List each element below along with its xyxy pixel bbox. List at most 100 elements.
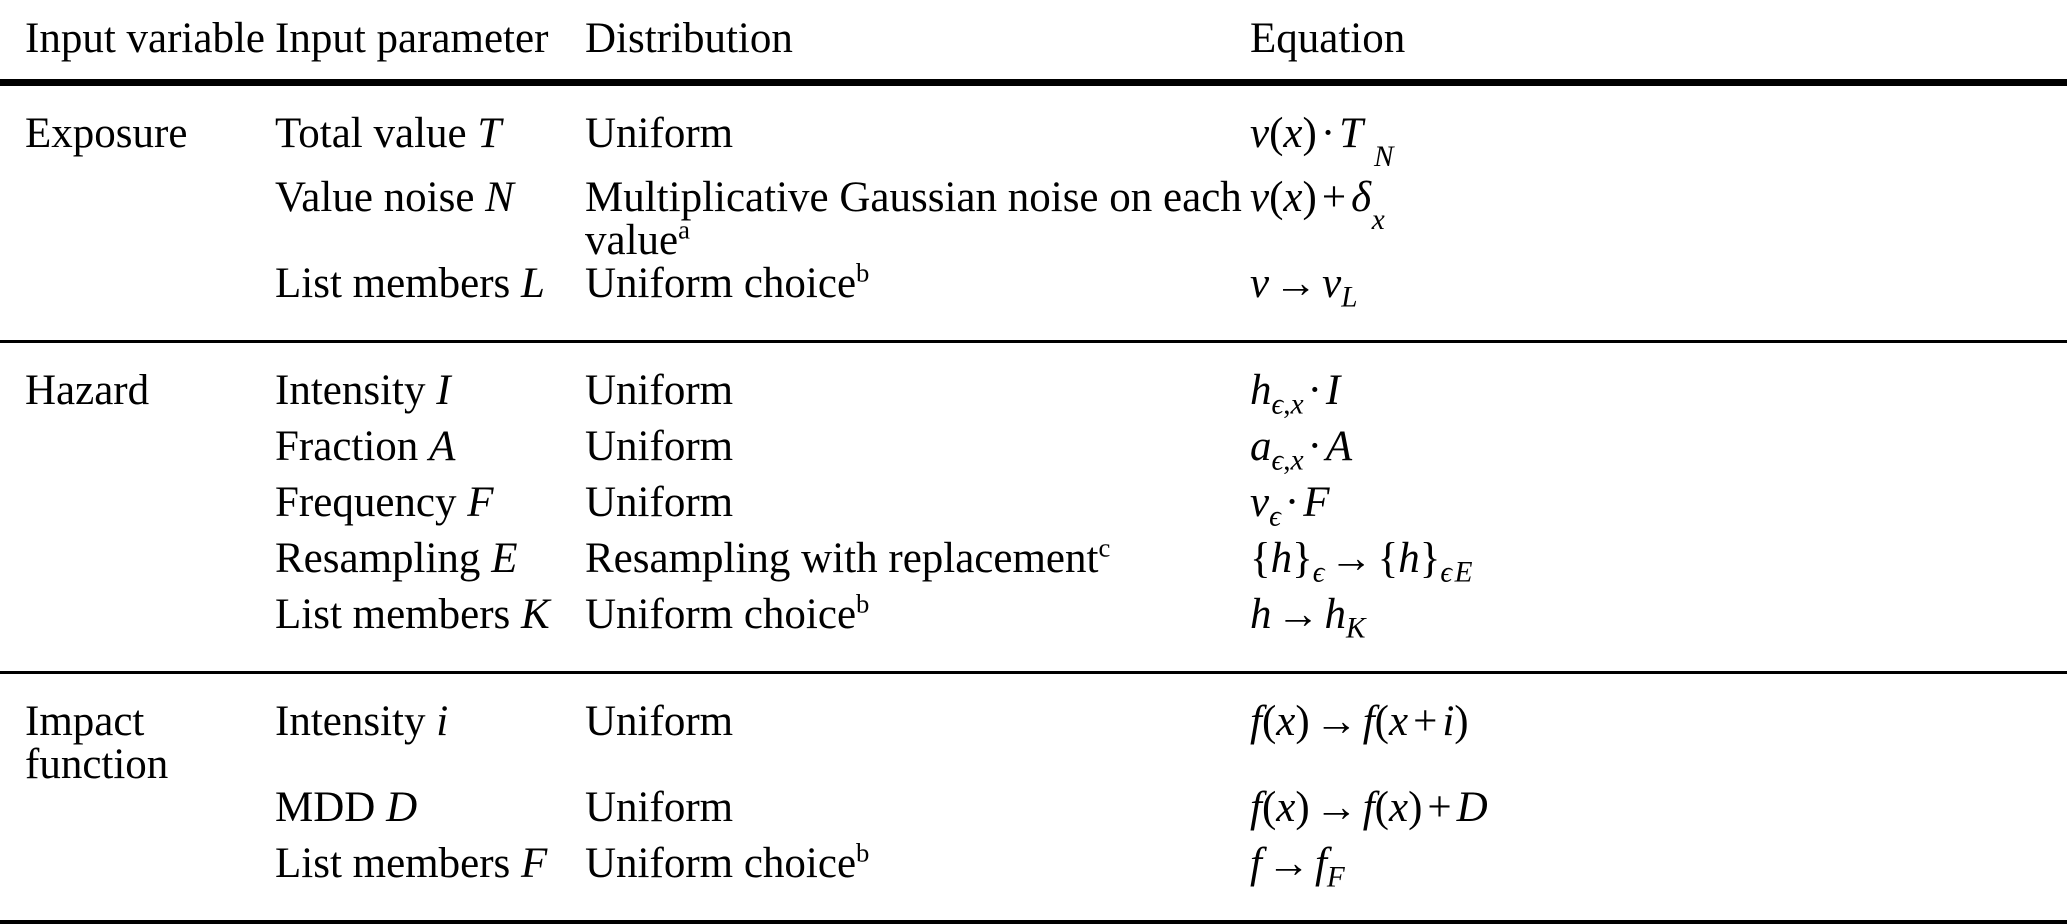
table-row: Value noise N Multiplicative Gaussian no… xyxy=(0,168,2067,262)
cell-input-variable xyxy=(0,168,275,262)
parameter-symbol: N xyxy=(485,174,514,221)
cell-equation: hϵ,x·I xyxy=(1250,343,2067,425)
parameter-text: Intensity xyxy=(275,367,425,414)
cell-distribution: Uniform choiceb xyxy=(585,262,1250,342)
footnote-marker: a xyxy=(678,215,690,245)
distribution-text: Uniform xyxy=(585,784,733,831)
table-row: List members L Uniform choiceb v→vL xyxy=(0,262,2067,342)
cell-equation: v(x)·T xyxy=(1250,86,2067,168)
header-equation: Equation xyxy=(1250,0,2067,81)
parameter-text: Resampling xyxy=(275,535,480,582)
footnote-marker: b xyxy=(856,258,869,288)
equation-expression: h→hK xyxy=(1250,591,1366,638)
cell-input-variable xyxy=(0,537,275,593)
table-row: Resampling E Resampling with replacement… xyxy=(0,537,2067,593)
distribution-text: Uniform xyxy=(585,479,733,526)
cell-equation: h→hK xyxy=(1250,593,2067,673)
equation-expression: v(x)·T xyxy=(1250,110,1363,157)
cell-distribution: Multiplicative Gaussian noise on each va… xyxy=(585,168,1250,262)
equation-expression: v→vL xyxy=(1250,260,1357,307)
table-header: Input variable Input parameter Distribut… xyxy=(0,0,2067,81)
header-input-variable: Input variable xyxy=(0,0,275,81)
distribution-text: Uniform choice xyxy=(585,591,856,638)
cell-input-variable xyxy=(0,593,275,673)
cell-distribution: Uniform xyxy=(585,86,1250,168)
distribution-text: Resampling with replacement xyxy=(585,535,1098,582)
cell-input-variable xyxy=(0,481,275,537)
parameter-text: Fraction xyxy=(275,423,418,470)
cell-distribution: Uniform xyxy=(585,481,1250,537)
cell-equation: f(x)→f(x)+D xyxy=(1250,786,2067,842)
cell-input-variable xyxy=(0,842,275,922)
table-row: Exposure Total value T Uniform v(x)·T xyxy=(0,86,2067,168)
table-container: Input variable Input parameter Distribut… xyxy=(0,0,2067,836)
footnote-marker: b xyxy=(856,838,869,868)
equation-expression: νϵ·F xyxy=(1250,479,1329,526)
header-row: Input variable Input parameter Distribut… xyxy=(0,0,2067,81)
table-row: MDD D Uniform f(x)→f(x)+D xyxy=(0,786,2067,842)
distribution-text: Uniform xyxy=(585,367,733,414)
parameter-text: MDD xyxy=(275,784,375,831)
cell-input-parameter: Intensity I xyxy=(275,343,585,425)
header-distribution: Distribution xyxy=(585,0,1250,81)
cell-input-variable: Exposure xyxy=(0,86,275,168)
cell-distribution: Uniform xyxy=(585,343,1250,425)
parameter-symbol: E xyxy=(491,535,517,582)
table-body: Exposure Total value T Uniform v(x)·T Va… xyxy=(0,85,2067,924)
cell-equation: aϵ,x·A xyxy=(1250,425,2067,481)
table-row: Fraction A Uniform aϵ,x·A xyxy=(0,425,2067,481)
cell-input-parameter: List members L xyxy=(275,262,585,342)
cell-input-variable xyxy=(0,786,275,842)
cell-distribution: Resampling with replacementc xyxy=(585,537,1250,593)
parameter-symbol: A xyxy=(429,423,455,470)
cell-input-variable xyxy=(0,425,275,481)
parameter-symbol: i xyxy=(436,698,448,745)
cell-input-parameter: Intensity i xyxy=(275,674,585,786)
equation-expression: aϵ,x·A xyxy=(1250,423,1352,470)
table-row: Frequency F Uniform νϵ·F xyxy=(0,481,2067,537)
distribution-text: Uniform xyxy=(585,423,733,470)
cell-input-variable: Impact function xyxy=(0,674,275,786)
distribution-text: Uniform xyxy=(585,698,733,745)
cell-equation: νϵ·F xyxy=(1250,481,2067,537)
table-row: List members F Uniform choiceb f→fF xyxy=(0,842,2067,922)
equation-expression: hϵ,x·I xyxy=(1250,367,1340,414)
footnote-marker: b xyxy=(856,589,869,619)
cell-input-parameter: MDD D xyxy=(275,786,585,842)
table-row: Impact function Intensity i Uniform f(x)… xyxy=(0,674,2067,786)
equation-expression: {h}ϵ→{h}ϵ E xyxy=(1250,535,1472,582)
cell-equation: f(x)→f(x+i) xyxy=(1250,674,2067,786)
cell-distribution: Uniform xyxy=(585,425,1250,481)
cell-distribution: Uniform choiceb xyxy=(585,842,1250,922)
parameter-symbol: F xyxy=(521,840,547,887)
footnote-marker: c xyxy=(1098,533,1110,563)
parameter-symbol: D xyxy=(386,784,417,831)
parameter-text: List members xyxy=(275,840,510,887)
parameter-symbol: F xyxy=(467,479,493,526)
parameter-symbol: K xyxy=(521,591,550,638)
cell-input-variable: Hazard xyxy=(0,343,275,425)
cell-equation: f→fF xyxy=(1250,842,2067,922)
equation-expression: f→fF xyxy=(1250,840,1345,887)
distribution-text: Uniform choice xyxy=(585,260,856,307)
parameter-text: List members xyxy=(275,591,510,638)
equation-expression: f(x)→f(x)+D xyxy=(1250,784,1488,831)
header-input-parameter: Input parameter xyxy=(275,0,585,81)
cell-input-parameter: Resampling E xyxy=(275,537,585,593)
parameter-text: Intensity xyxy=(275,698,425,745)
parameter-symbol: I xyxy=(436,367,450,414)
cell-input-parameter: Fraction A xyxy=(275,425,585,481)
equation-expression: f(x)→f(x+i) xyxy=(1250,698,1469,745)
cell-input-parameter: Total value T xyxy=(275,86,585,168)
parameter-symbol: T xyxy=(477,110,501,157)
cell-input-variable xyxy=(0,262,275,342)
parameter-text: Total value xyxy=(275,110,467,157)
parameter-text: Value noise xyxy=(275,174,474,221)
parameter-text: Frequency xyxy=(275,479,457,526)
table-row: Hazard Intensity I Uniform hϵ,x·I xyxy=(0,343,2067,425)
cell-distribution: Uniform choiceb xyxy=(585,593,1250,673)
cell-input-parameter: List members F xyxy=(275,842,585,922)
